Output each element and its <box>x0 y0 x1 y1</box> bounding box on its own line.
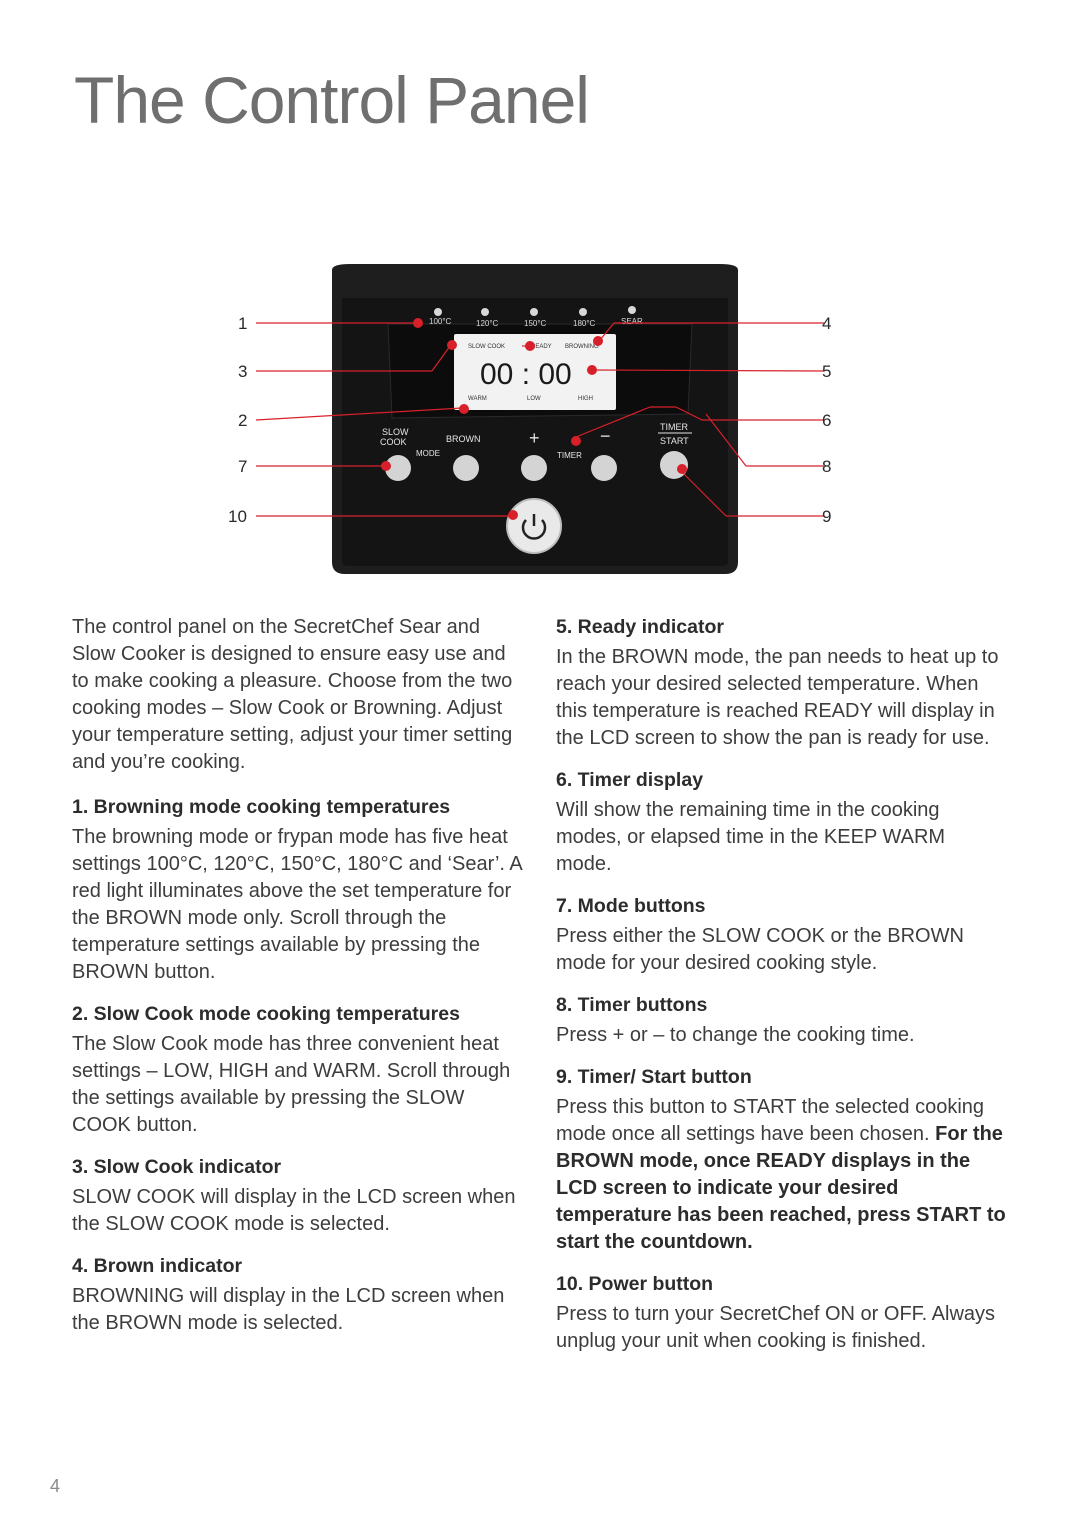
section-5-body: In the BROWN mode, the pan needs to heat… <box>556 646 999 749</box>
slow-cook-button[interactable] <box>385 455 411 481</box>
temp-label-100: 100°C <box>429 317 452 326</box>
section-6-body: Will show the remaining time in the cook… <box>556 799 946 875</box>
brown-label: BROWN <box>446 434 481 444</box>
minus-label: − <box>600 426 611 446</box>
section-4-body: BROWNING will display in the LCD screen … <box>72 1285 505 1334</box>
timer-label: TIMER <box>557 451 582 460</box>
callout-8: 8 <box>822 457 831 476</box>
callout-1: 1 <box>238 314 247 333</box>
callout-lines <box>255 322 825 517</box>
timer-minus-button[interactable] <box>591 455 617 481</box>
callout-3: 3 <box>238 362 247 381</box>
section-9-body-text: Press this button to START the selected … <box>556 1096 985 1145</box>
section-8-body: Press + or – to change the cooking time. <box>556 1024 915 1046</box>
section-9-heading: 9. Timer/ Start button <box>556 1066 752 1088</box>
lcd-warm-label: WARM <box>468 396 487 402</box>
temp-label-sear: SEAR <box>621 317 643 326</box>
slow-cook-label-line1: SLOW <box>382 427 409 437</box>
led-icon <box>628 306 636 314</box>
power-icon <box>521 519 547 540</box>
callout-10: 10 <box>228 507 247 526</box>
callout-7: 7 <box>238 457 247 476</box>
section-8-heading: 8. Timer buttons <box>556 994 708 1016</box>
section-2-heading: 2. Slow Cook mode cooking temperatures <box>72 1003 460 1025</box>
temp-label-120: 120°C <box>476 319 499 328</box>
section-9-body-bold: For the BROWN mode, once READY displays … <box>556 1123 1006 1253</box>
plus-label: + <box>529 428 540 448</box>
led-icon <box>579 308 587 316</box>
slow-cook-label-line2: COOK <box>380 437 407 447</box>
temp-label-180: 180°C <box>573 319 596 328</box>
lcd-time: 00 : 00 <box>480 358 572 391</box>
section-5-heading: 5. Ready indicator <box>556 616 724 638</box>
timer-start-label-line1: TIMER <box>660 422 688 432</box>
section-1-heading: 1. Browning mode cooking temperatures <box>72 796 451 818</box>
mode-label: MODE <box>416 449 440 458</box>
lcd-low-label: LOW <box>527 396 541 402</box>
led-icon <box>434 308 442 316</box>
callout-2: 2 <box>238 411 247 430</box>
callout-dots <box>381 318 687 520</box>
section-3-body: SLOW COOK will display in the LCD screen… <box>72 1186 516 1235</box>
lcd-browning-label: BROWNING <box>565 344 599 350</box>
section-7-heading: 7. Mode buttons <box>556 895 706 917</box>
section-6-heading: 6. Timer display <box>556 769 704 791</box>
lcd-high-label: HIGH <box>578 396 593 402</box>
section-3-heading: 3. Slow Cook indicator <box>72 1156 282 1178</box>
section-2-body: The Slow Cook mode has three convenient … <box>72 1033 511 1136</box>
lcd-screen <box>454 334 616 410</box>
right-column: 5. Ready indicator In the BROWN mode, th… <box>556 614 1006 1370</box>
callout-9: 9 <box>822 507 831 526</box>
section-9-body: Press this button to START the selected … <box>556 1094 1006 1256</box>
led-icon <box>481 308 489 316</box>
section-10-heading: 10. Power button <box>556 1273 714 1295</box>
timer-plus-button[interactable] <box>521 455 547 481</box>
left-column: The control panel on the SecretChef Sear… <box>72 614 524 1352</box>
page-number: 4 <box>50 1476 61 1496</box>
callout-5: 5 <box>822 362 831 381</box>
callout-4: 4 <box>822 314 831 333</box>
control-panel-figure: 100°C 120°C 150°C 180°C SEAR SLOW COOK R… <box>220 262 850 592</box>
temperature-leds: 100°C 120°C 150°C 180°C SEAR <box>429 306 643 328</box>
callout-6: 6 <box>822 411 831 430</box>
brown-button[interactable] <box>453 455 479 481</box>
section-7-body: Press either the SLOW COOK or the BROWN … <box>556 925 964 974</box>
lcd-ready-label: READY <box>531 344 552 350</box>
lcd-slow-cook-label: SLOW COOK <box>468 344 505 350</box>
page-title: The Control Panel <box>74 63 590 137</box>
section-10-body: Press to turn your SecretChef ON or OFF.… <box>556 1303 996 1352</box>
section-4-heading: 4. Brown indicator <box>72 1255 243 1277</box>
temp-label-150: 150°C <box>524 319 547 328</box>
intro-paragraph: The control panel on the SecretChef Sear… <box>72 616 513 773</box>
section-1-body: The browning mode or frypan mode has fiv… <box>72 826 522 983</box>
control-panel-diagram: 100°C 120°C 150°C 180°C SEAR SLOW COOK R… <box>228 264 831 574</box>
timer-start-label-line2: START <box>660 436 689 446</box>
led-icon <box>530 308 538 316</box>
